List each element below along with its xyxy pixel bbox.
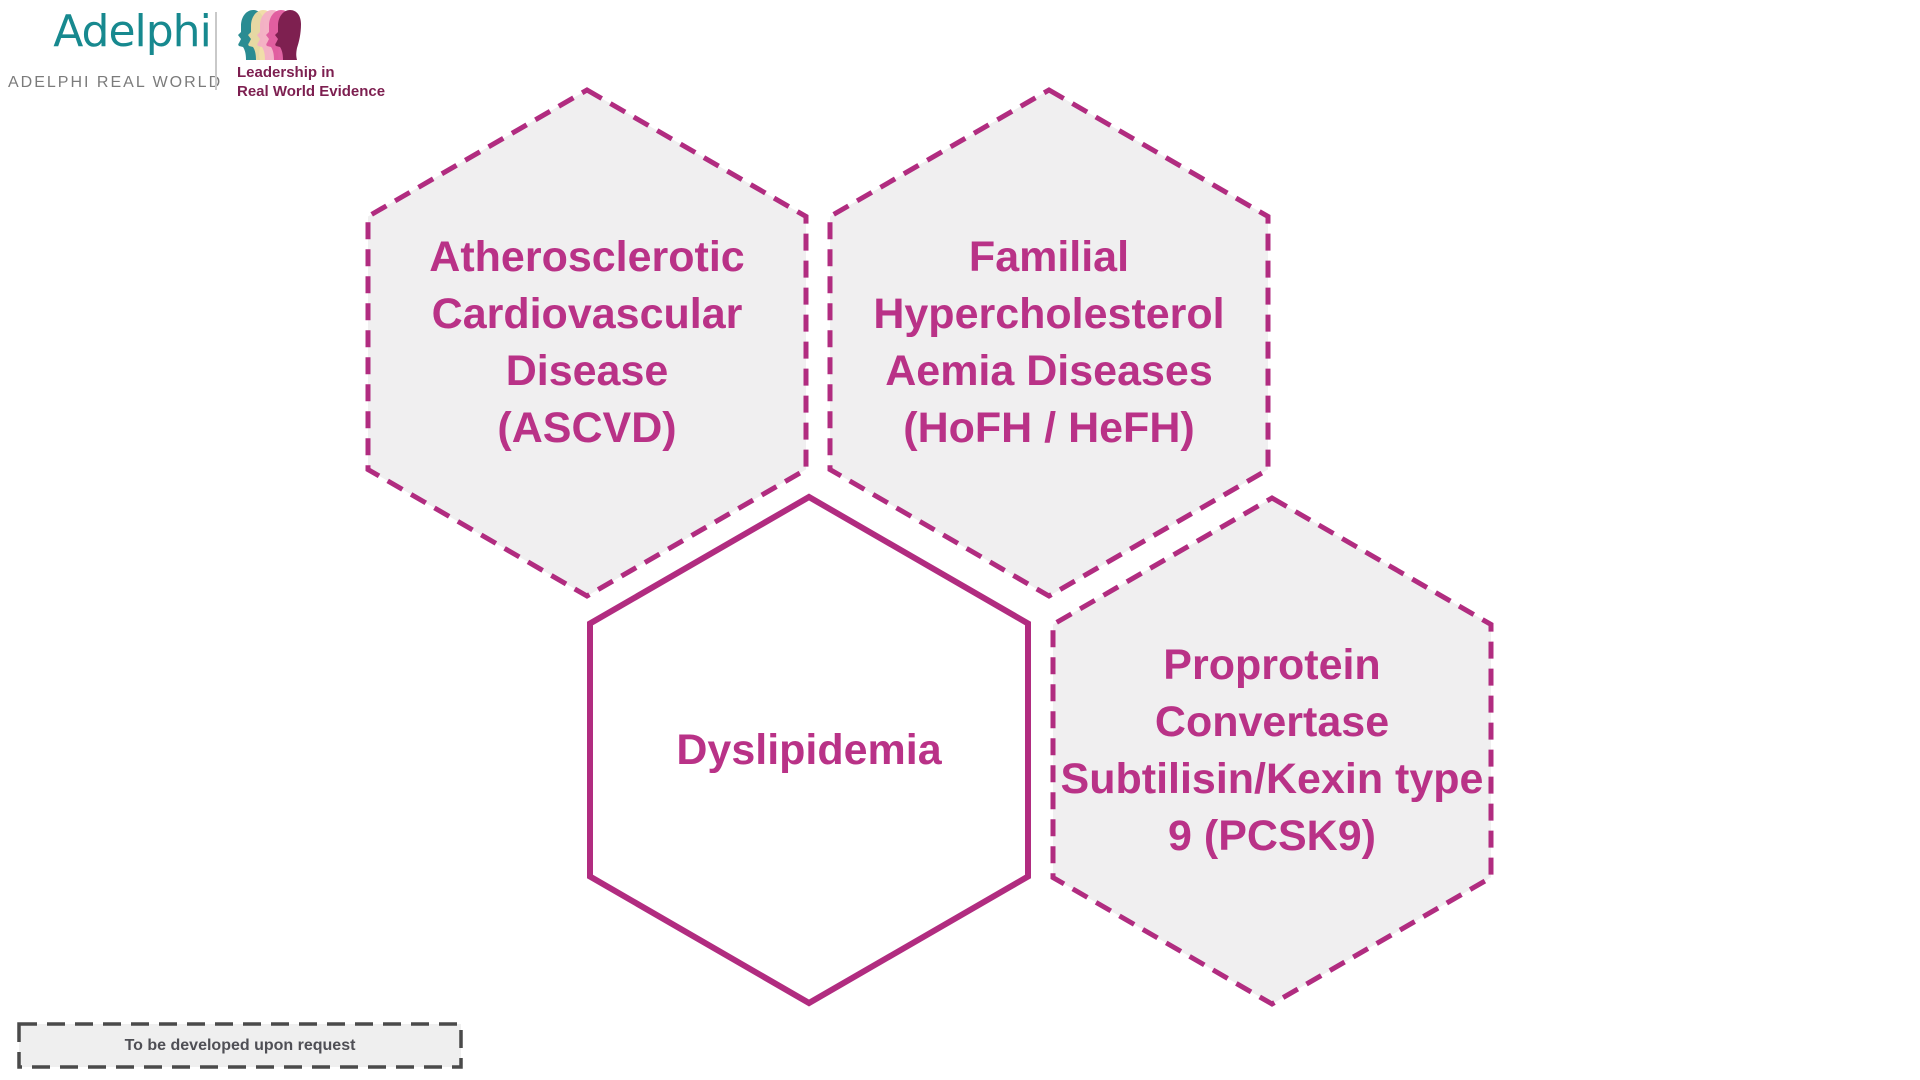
hexagon-dyslipidemia-label: Dyslipidemia [676, 725, 942, 774]
heads-logo-icon [238, 10, 301, 60]
legend-box: To be developed upon request [17, 1022, 463, 1069]
hexagon-pcsk9-label: Proprotein Convertase Subtilisin/Kexin t… [1060, 641, 1484, 860]
header-divider [215, 12, 217, 90]
hexagon-dyslipidemia-shape-svg [587, 493, 1031, 1007]
legend-box-outline [17, 1022, 463, 1069]
hexagon-ascvd-label: Atherosclerotic Cardiovascular Disease (… [429, 233, 745, 452]
legend-box-border-svg [17, 1022, 463, 1069]
hexagon-dyslipidemia: Dyslipidemia [585, 492, 1033, 1008]
hexagon-fh: Familial Hypercholesterol Aemia Diseases… [825, 85, 1273, 601]
legend-label: To be developed upon request [124, 1036, 356, 1054]
adelphi-wordmark: Adelphi [53, 6, 212, 57]
hexagon-ascvd-outline [365, 87, 809, 599]
adelphi-caption: ADELPHI REAL WORLD [8, 74, 223, 91]
hexagon-ascvd-shape-svg [365, 87, 809, 599]
hexagon-fh-shape-svg [827, 87, 1271, 599]
tagline-line-2: Real World Evidence [237, 83, 386, 100]
hexagon-pcsk9-shape-svg [1050, 495, 1494, 1007]
hexagon-ascvd: Atherosclerotic Cardiovascular Disease (… [363, 85, 811, 601]
brand-tagline: Leadership in Real World Evidence [237, 63, 385, 101]
hexagon-dyslipidemia-outline [587, 493, 1031, 1007]
brand-header: Adelphi ADELPHI REAL WORLD Leadership in… [0, 0, 420, 110]
hexagon-fh-outline [827, 87, 1271, 599]
hexagon-pcsk9: Proprotein Convertase Subtilisin/Kexin t… [1048, 493, 1496, 1009]
hexagon-pcsk9-outline [1050, 495, 1494, 1007]
tagline-line-1: Leadership in [237, 64, 335, 81]
hexagon-fh-label: Familial Hypercholesterol Aemia Diseases… [873, 233, 1225, 452]
